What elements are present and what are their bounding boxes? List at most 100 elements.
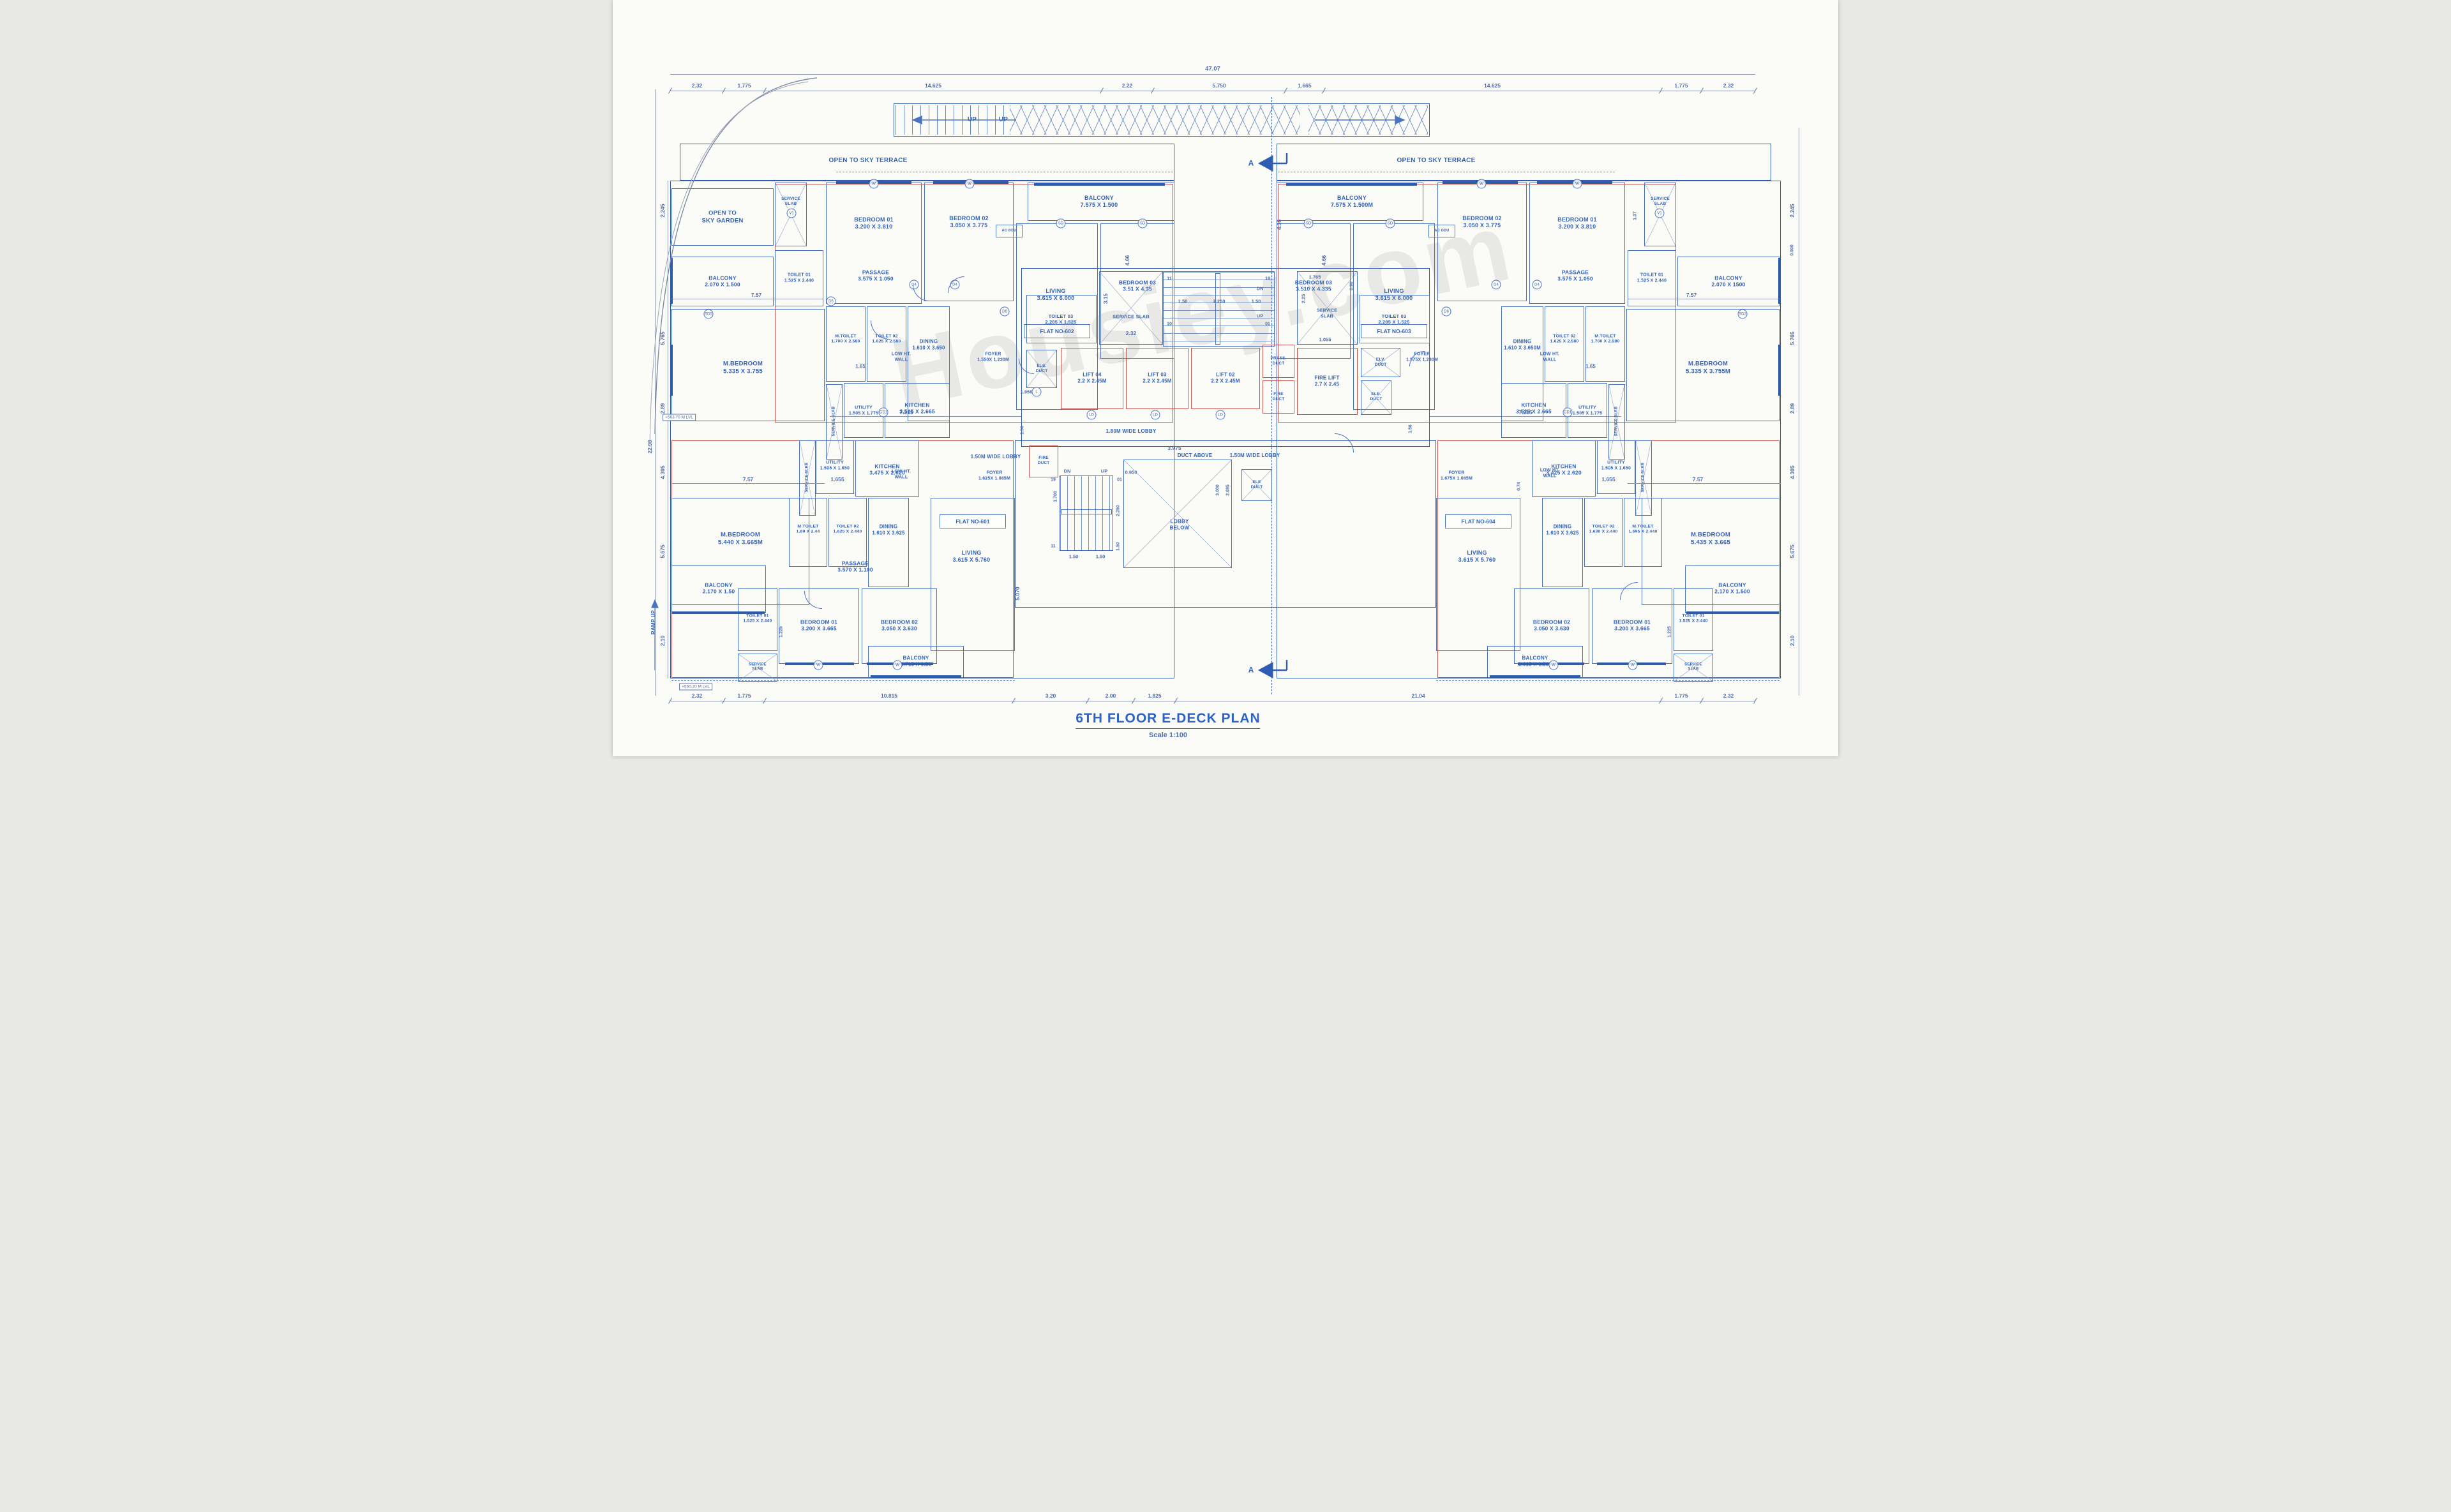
dim-right: 2.245: [1789, 204, 1795, 218]
label-living-603: LIVING 3.615 X 6.000: [1375, 288, 1413, 301]
dim-left: 5.675: [659, 544, 666, 558]
door-tag: D4: [1532, 280, 1542, 290]
fire-duct-lower: [1029, 445, 1058, 477]
label-fire-duct-lower: FIRE DUCT: [1037, 456, 1050, 465]
ac-odu-left: [996, 225, 1023, 237]
label-lowht-603: LOW HT. WALL: [1540, 352, 1560, 362]
dim-stair-low: 1.50: [1068, 553, 1079, 560]
dim-757-604: 7.57: [1692, 476, 1704, 483]
dash-bottom-right: [1436, 680, 1780, 681]
dim-stair: 1.50: [1178, 298, 1188, 304]
plan-title: 6TH FLOOR E-DECK PLAN: [1076, 711, 1261, 729]
door-tag: GD1: [878, 407, 888, 417]
dim-1655-604: 1.655: [1601, 476, 1615, 483]
dim-1055-core: 1.055: [1319, 336, 1331, 343]
elv-duct: [1361, 348, 1400, 377]
dim-150-low: 1.50: [1116, 542, 1121, 551]
label-passage-603: PASSAGE 3.575 X 1.050: [1557, 269, 1593, 282]
door-tag: D4: [1491, 280, 1501, 290]
window: [1490, 675, 1580, 678]
dim-165-603: 1.65: [1585, 363, 1596, 370]
label-bedroom01-603: BEDROOM 01 3.200 X 3.810: [1557, 216, 1597, 230]
window: [1686, 611, 1780, 614]
dim-bottom: 1.775: [737, 692, 751, 699]
label-service-slab-602: SERVICE SLAB: [781, 197, 800, 206]
label-core-service-slab-left: SERVICE SLAB: [1113, 313, 1150, 320]
label-elv-duct: ELV. DUCT: [1374, 357, 1387, 367]
room-bedroom01-603: [1529, 183, 1625, 304]
door-tag: W: [1628, 660, 1638, 670]
label-mbedroom-604: M.BEDROOM 5.435 X 3.665: [1691, 531, 1730, 546]
dim-left: 2.89: [659, 403, 666, 414]
stair-up-low: UP: [1100, 468, 1108, 474]
stairs-upper-divider: [1215, 273, 1220, 345]
dim-line-757-601: [671, 483, 825, 484]
dim-left: 5.765: [659, 331, 666, 345]
room-toilet02-602: [867, 306, 906, 382]
dim-757-603: 7.57: [1686, 292, 1697, 298]
stair-num: 11: [1051, 544, 1056, 549]
label-foyer-603: FOYER 1.575X 1.230M: [1405, 352, 1439, 362]
label-lift-03: LIFT 03 2.2 X 2.45M: [1143, 371, 1172, 384]
dim-757-601: 7.57: [742, 476, 754, 483]
label-mtoilet-604: M.TOILET 1.695 X 2.440: [1628, 524, 1658, 534]
terrace-right: [1277, 144, 1771, 181]
room-toilet02-604: [1584, 498, 1623, 567]
dim-bottom: 21.04: [1411, 692, 1425, 699]
label-ac-odu-left: AC ODU: [1001, 228, 1017, 233]
room-service-slab-vert-603: [1608, 384, 1625, 460]
fire-lift: [1297, 348, 1358, 415]
label-service-slab-vert-604: SERVICE SLAB: [1641, 462, 1645, 493]
label-duct-above: DUCT ABOVE: [1177, 453, 1213, 459]
label-living-601: LIVING 3.615 X 5.760: [952, 550, 991, 563]
dim-left-total: 22.98: [647, 440, 653, 454]
terrace-right-label: OPEN TO SKY TERRACE: [1397, 156, 1476, 164]
press-duct: [1263, 345, 1294, 378]
plan-scale: Scale 1:100: [1149, 731, 1187, 739]
label-ramp-up: RAMP UP: [650, 610, 657, 635]
room-toilet01-603: [1628, 250, 1676, 306]
dim-074: 0.74: [1517, 482, 1522, 491]
terrace-left: [680, 144, 1174, 181]
room-bedroom02-602: [924, 183, 1014, 301]
label-ele-duct-604: ELE DUCT: [1250, 480, 1263, 490]
label-service-slab-vert-602: SERVICE SLAB: [832, 406, 836, 437]
room-balcony-602-top: [1028, 183, 1174, 221]
door-tag: SD2: [1737, 309, 1748, 319]
label-sky-garden: OPEN TO SKY GARDEN: [701, 209, 744, 224]
flat-tag-602: FLAT NO-602: [1024, 324, 1090, 338]
label-service-slab-vert-603: SERVICE SLAB: [1614, 406, 1619, 437]
door-tag: GD1: [1563, 407, 1573, 417]
stairs-upper: [1163, 271, 1275, 347]
dim-top: 2.22: [1121, 82, 1133, 89]
dim-232-core: 2.32: [1125, 330, 1137, 336]
room-bedroom01-602: [826, 183, 922, 304]
dim-466-l: 4.66: [1124, 255, 1130, 266]
label-service-slab-601b: SERVICE SLAB: [749, 662, 767, 671]
dim-1765-core: 1.765: [1308, 274, 1321, 280]
dim-right: 4.305: [1789, 465, 1795, 479]
label-foyer-604: FOYER 1.675X 1.085M: [1440, 470, 1473, 481]
label-balcony-601-left: BALCONY 2.170 X 1.50: [702, 581, 735, 595]
room-mbedroom-604: [1642, 498, 1780, 605]
label-lobby-150-left: 1.50M WIDE LOBBY: [970, 454, 1021, 460]
label-lowht-602: LOW HT. WALL: [891, 352, 911, 362]
lift-02: [1191, 348, 1260, 409]
stair-num: 19: [1051, 477, 1056, 483]
label-service-slab-vert-601: SERVICE SLAB: [805, 462, 809, 493]
label-passage-602: PASSAGE 3.575 X 1.050: [858, 269, 894, 282]
dim-top: 1.775: [737, 82, 751, 89]
door-tag: W: [869, 179, 879, 189]
dim-7215-r: 7.215: [1518, 409, 1533, 415]
dim-top: 1.775: [1674, 82, 1688, 89]
title-block: 6TH FLOOR E-DECK PLAN Scale 1:100: [1076, 711, 1261, 739]
dim-right: 2.10: [1789, 635, 1795, 647]
label-bedroom01-602: BEDROOM 01 3.200 X 3.810: [854, 216, 894, 230]
label-dining-604: DINING 1.610 X 3.625: [1546, 523, 1579, 536]
room-service-slab-vert-604: [1635, 440, 1652, 516]
ramp-corridor: [894, 103, 1430, 137]
door-tag: LD: [1086, 410, 1097, 420]
room-living-601: [931, 498, 1015, 651]
dim-top: 1.665: [1298, 82, 1312, 89]
